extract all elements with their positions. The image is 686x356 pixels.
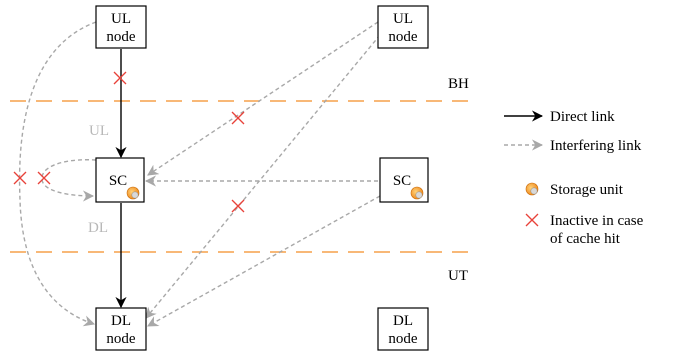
dl-node-left-line2: node bbox=[106, 331, 136, 347]
sc-node-left: SC bbox=[95, 157, 145, 203]
ul-node-left: UL node bbox=[95, 5, 147, 49]
ul-node-left-line2: node bbox=[106, 29, 136, 45]
legend-interfering-link-label: Interfering link bbox=[550, 138, 642, 154]
legend-storage-unit-label: Storage unit bbox=[550, 182, 624, 198]
sc-node-right: SC bbox=[379, 157, 429, 203]
cross-icon bbox=[231, 199, 245, 213]
storage-disk-icon bbox=[410, 186, 424, 200]
interfering-link-sc-right-to-dl-left bbox=[147, 195, 381, 327]
legend-inactive-label-line1: Inactive in case bbox=[550, 213, 644, 229]
ul-node-right-line1: UL bbox=[393, 11, 413, 27]
sc-node-left-label: SC bbox=[109, 173, 127, 189]
cross-icon bbox=[13, 171, 27, 185]
cross-icon bbox=[37, 171, 51, 185]
bh-zone-label: BH bbox=[448, 76, 469, 92]
ul-node-right: UL node bbox=[377, 5, 429, 49]
interfering-link-ul-left-to-dl-left bbox=[18, 21, 97, 327]
ul-link-label: UL bbox=[89, 123, 109, 139]
cross-icon bbox=[231, 111, 245, 125]
dl-node-right: DL node bbox=[377, 307, 429, 351]
sc-node-right-label: SC bbox=[393, 173, 411, 189]
dl-node-right-line2: node bbox=[388, 331, 418, 347]
ul-node-right-line2: node bbox=[388, 29, 418, 45]
dl-link-label: DL bbox=[88, 220, 108, 236]
legend: Direct link Interfering link Storage uni… bbox=[504, 109, 644, 247]
cross-icon bbox=[113, 71, 127, 85]
storage-disk-icon bbox=[525, 182, 539, 196]
ut-zone-label: UT bbox=[448, 268, 468, 284]
cross-icon bbox=[525, 213, 539, 227]
legend-direct-link-label: Direct link bbox=[550, 109, 615, 125]
interfering-link-ul-right-to-dl-left bbox=[145, 34, 381, 319]
legend-inactive-label-line2: of cache hit bbox=[550, 231, 621, 247]
dl-node-right-line1: DL bbox=[393, 313, 413, 329]
interfering-link-ul-right-to-sc-left bbox=[147, 21, 379, 176]
interfering-link-sc-left-to-sc-left bbox=[41, 159, 97, 202]
dl-node-left: DL node bbox=[95, 307, 147, 351]
ul-node-left-line1: UL bbox=[111, 11, 131, 27]
dl-node-left-line1: DL bbox=[111, 313, 131, 329]
storage-disk-icon bbox=[126, 186, 140, 200]
